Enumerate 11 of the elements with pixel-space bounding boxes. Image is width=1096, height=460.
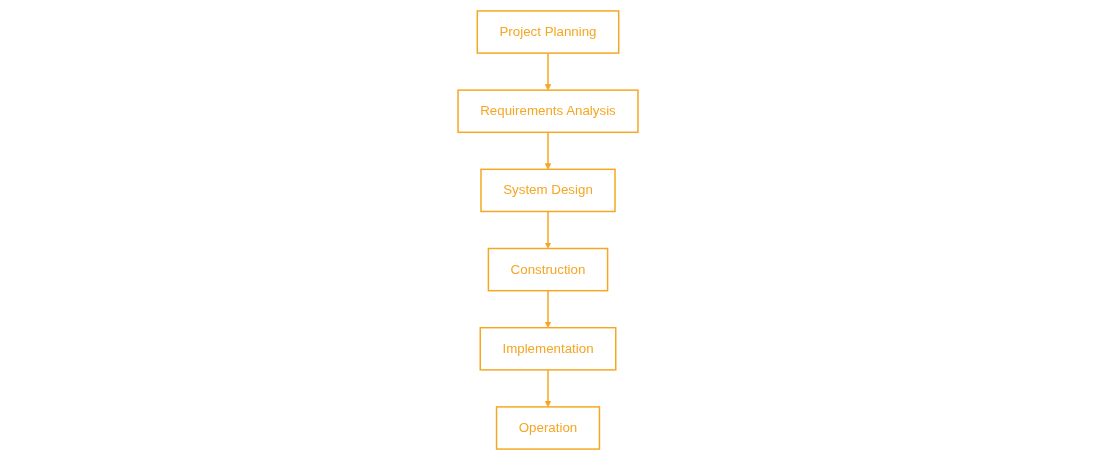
arrow xyxy=(544,210,552,249)
node-box: System Design xyxy=(480,168,616,213)
arrow xyxy=(544,131,552,170)
node-box: Operation xyxy=(495,406,601,450)
node-box: Project Planning xyxy=(476,10,620,54)
arrow xyxy=(544,369,552,408)
arrow xyxy=(544,289,552,328)
arrow xyxy=(544,52,552,91)
node-box: Implementation xyxy=(479,326,617,371)
node-box: Requirements Analysis xyxy=(457,89,639,134)
node-box: Construction xyxy=(487,247,609,292)
